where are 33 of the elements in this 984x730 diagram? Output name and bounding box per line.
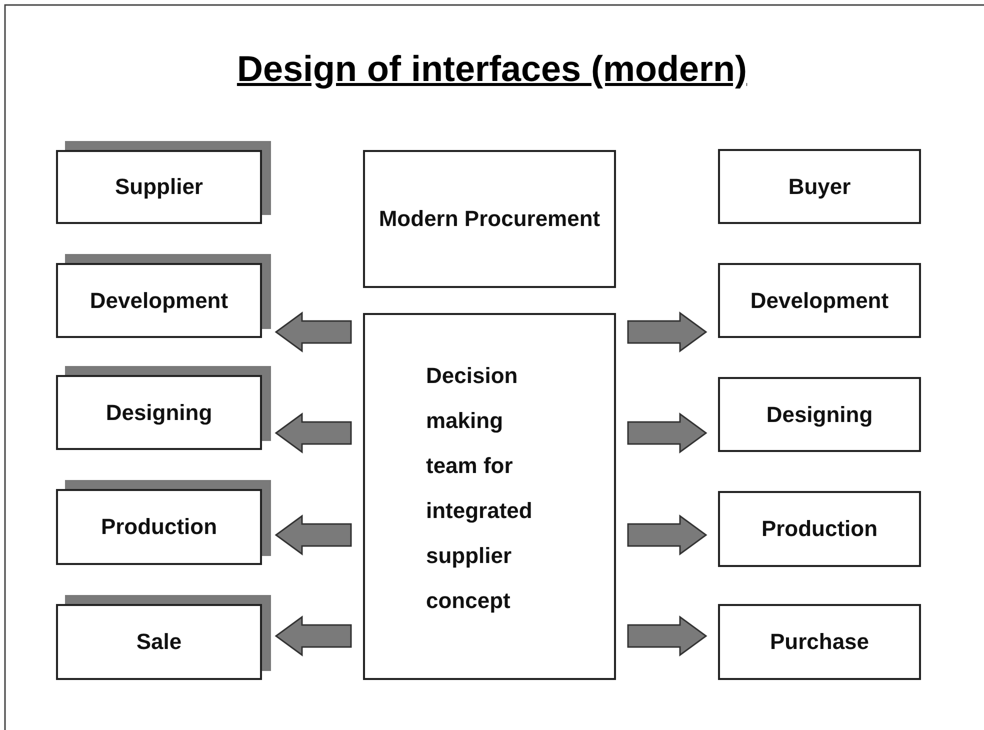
process-box [56,375,262,450]
block-arrow [274,312,352,352]
process-box [718,377,921,452]
process-box [363,313,616,680]
process-box [718,491,921,567]
box-label: Production [761,516,878,542]
box-label: Decision making team for integrated supplier concept [426,362,534,615]
block-arrow [627,412,708,454]
box-label: Designing [106,400,212,426]
process-box [718,604,921,680]
title: Design of interfaces (modern) [236,48,748,89]
block-arrow [627,514,708,556]
box-label: Development [750,288,889,314]
process-box [56,263,262,338]
box-label: Development [90,288,228,314]
box-label: Supplier [114,174,203,200]
box-label: Purchase [770,629,870,655]
box-label: Production [100,514,218,540]
box-label: Modern Procurement [378,205,600,233]
process-box [718,149,921,224]
process-box [718,263,921,338]
block-arrow [627,616,708,656]
process-box [56,489,262,565]
block-arrow [274,514,352,556]
block-arrow [274,616,352,656]
block-arrow [274,412,352,454]
process-box [56,604,262,680]
block-arrow [627,312,708,352]
process-box [363,150,616,288]
process-box [56,150,262,224]
box-label: Designing [766,402,873,428]
box-label: Buyer [788,174,851,200]
box-label: Sale [136,629,182,655]
